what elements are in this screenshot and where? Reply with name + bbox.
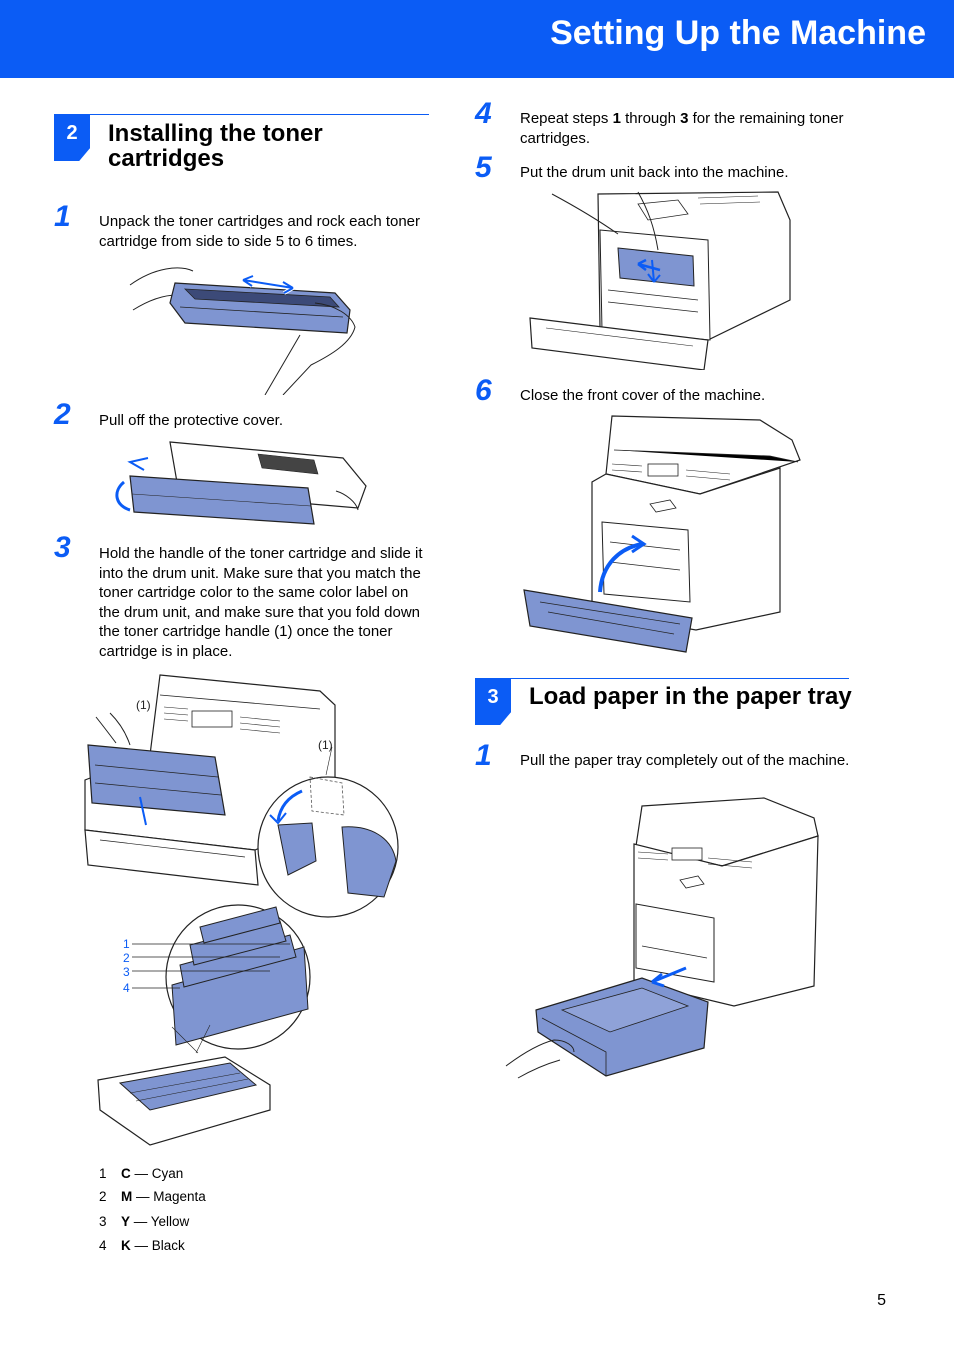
step-number: 2 [54,398,71,431]
step-text: Put the drum unit back into the machine. [520,164,789,181]
step-text: Pull off the protective cover. [99,412,283,429]
step-number: 6 [475,374,492,407]
section-2-title: Installing the toner cartridges [108,121,323,171]
slot-label: 1 [123,937,130,951]
toner-install-illustration: (1) (1) 1 2 3 4 [84,674,399,1146]
step-ref: 1 [612,110,621,127]
step-text: Pull the paper tray completely out of th… [520,752,850,769]
step-number: 5 [475,151,492,184]
step-text-part: through [620,110,681,127]
legend-name: — Cyan [130,1166,184,1181]
step-number: 1 [54,200,71,233]
close-front-cover-illustration [523,415,801,653]
section-3-title: Load paper in the paper tray [529,683,852,710]
legend-name: — Yellow [130,1214,190,1229]
legend-code: K [121,1238,131,1253]
legend-code: C [121,1166,131,1181]
legend-number: 4 [99,1238,107,1253]
section-3-rule [475,678,849,679]
section-2-title-line1: Installing the toner [108,120,323,147]
legend-number: 1 [99,1166,107,1181]
step-text-part: Repeat steps [520,110,613,127]
step-text-part: for the remaining toner cartridges. [520,110,844,147]
step-text: Hold the handle of the toner cartridge a… [99,545,423,660]
step-number: 3 [54,531,71,564]
legend-number: 3 [99,1214,107,1229]
step-number: 1 [475,739,492,772]
legend-code: Y [121,1214,131,1229]
callout-handle-detail: (1) [318,738,333,752]
step-text: Repeat steps 1 through 3 for the remaini… [520,109,850,148]
legend-name: — Magenta [132,1189,206,1204]
step-text: Unpack the toner cartridges and rock eac… [99,213,421,250]
slot-label: 2 [123,951,130,965]
legend-code: M [121,1189,133,1204]
step-ref: 3 [680,110,689,127]
section-2-rule [54,114,429,115]
toner-rocking-illustration [129,267,356,395]
page-number: 5 [877,1292,886,1309]
legend-number: 2 [99,1189,107,1204]
legend-name: — Black [130,1238,185,1253]
protective-cover-illustration [113,441,367,525]
step-text: Close the front cover of the machine. [520,387,766,404]
callout-handle: (1) [136,698,151,712]
section-2-title-line2: cartridges [108,145,225,172]
step-number: 4 [475,97,492,130]
slot-label: 4 [123,981,130,995]
slot-label: 3 [123,965,130,979]
page-title: Setting Up the Machine [550,14,926,52]
section-2-number: 2 [54,115,90,161]
paper-tray-illustration [505,797,819,1079]
drum-reinsert-illustration [529,191,791,370]
header-banner: Setting Up the Machine [0,0,954,78]
section-3-number: 3 [475,679,511,725]
